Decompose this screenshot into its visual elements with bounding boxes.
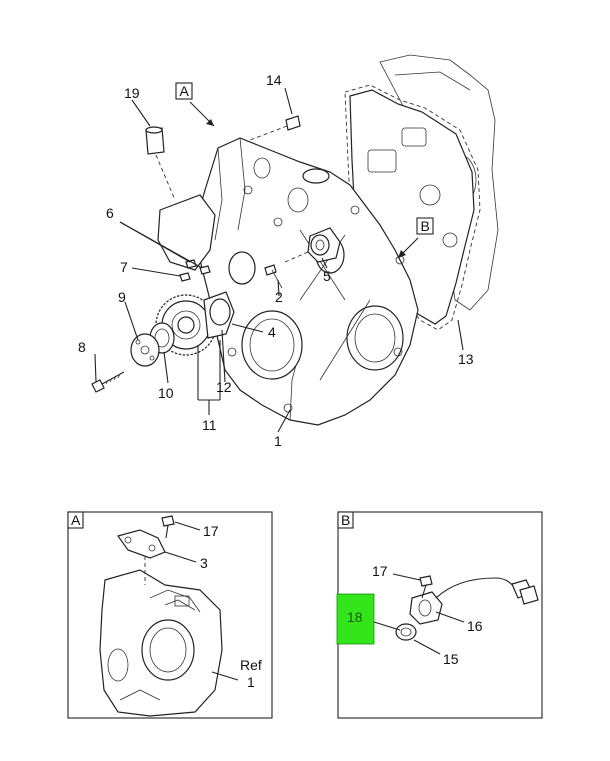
detail-a-callout-3: 3 bbox=[200, 555, 208, 571]
detail-a-ref-text: Ref bbox=[240, 657, 262, 673]
detail-b-callout-16: 16 bbox=[467, 618, 483, 634]
bushing bbox=[145, 126, 176, 201]
housing-bore-right bbox=[346, 305, 404, 371]
callout-14: 14 bbox=[266, 72, 282, 88]
detail-b-bolt bbox=[419, 575, 433, 599]
detail-b-tag: B bbox=[341, 512, 350, 528]
detail-a-tag: A bbox=[71, 512, 81, 528]
view-flag-b bbox=[416, 217, 434, 235]
callout-7: 7 bbox=[120, 259, 128, 275]
callout-10: 10 bbox=[158, 385, 174, 401]
callout-5: 5 bbox=[323, 268, 331, 284]
detail-view-b: B 18 17 16 15 bbox=[336, 511, 543, 719]
detail-b-callout-15: 15 bbox=[443, 651, 459, 667]
detail-view-a: A 17 3 Ref 1 bbox=[67, 511, 273, 719]
bolt-2 bbox=[264, 264, 283, 289]
main-exploded-view: 19 14 6 7 9 8 10 11 12 4 2 5 13 1 A B bbox=[78, 54, 499, 449]
gasket-outline bbox=[344, 84, 481, 331]
callout-6: 6 bbox=[106, 205, 114, 221]
gear-hub bbox=[203, 291, 235, 339]
detail-b-callout-18: 18 bbox=[347, 609, 363, 625]
detail-b-oring bbox=[395, 623, 417, 641]
detail-b-tag-box bbox=[337, 511, 354, 529]
callout-8: 8 bbox=[78, 339, 86, 355]
bolts-6-7 bbox=[179, 259, 211, 282]
detail-b-callout-17: 17 bbox=[372, 563, 388, 579]
filler-neck bbox=[302, 168, 330, 184]
callout-11: 11 bbox=[202, 417, 217, 433]
detail-b-sensor bbox=[409, 577, 539, 625]
detail-b-highlight-18 bbox=[336, 593, 375, 645]
callout-12: 12 bbox=[216, 379, 232, 395]
callout-4: 4 bbox=[268, 324, 276, 340]
callout-19: 19 bbox=[124, 85, 140, 101]
view-flag-a-letter: A bbox=[180, 83, 190, 99]
detail-a-tag-box bbox=[67, 511, 84, 529]
callout-2: 2 bbox=[275, 289, 283, 305]
housing-bore-left bbox=[241, 310, 303, 380]
callout-13: 13 bbox=[458, 351, 474, 367]
retainer-plate bbox=[130, 333, 160, 367]
callout-9: 9 bbox=[118, 289, 126, 305]
bolt-8 bbox=[91, 371, 125, 393]
leader-lines bbox=[94, 87, 464, 433]
detail-a-callout-17: 17 bbox=[203, 523, 219, 539]
sensor-5 bbox=[284, 227, 341, 263]
dowel-pin bbox=[249, 115, 301, 141]
detail-a-ref-number: 1 bbox=[247, 674, 255, 690]
view-flag-b-letter: B bbox=[421, 218, 430, 234]
detail-a-bolt bbox=[161, 515, 175, 539]
view-flag-a bbox=[175, 82, 193, 100]
callout-1: 1 bbox=[274, 433, 282, 449]
